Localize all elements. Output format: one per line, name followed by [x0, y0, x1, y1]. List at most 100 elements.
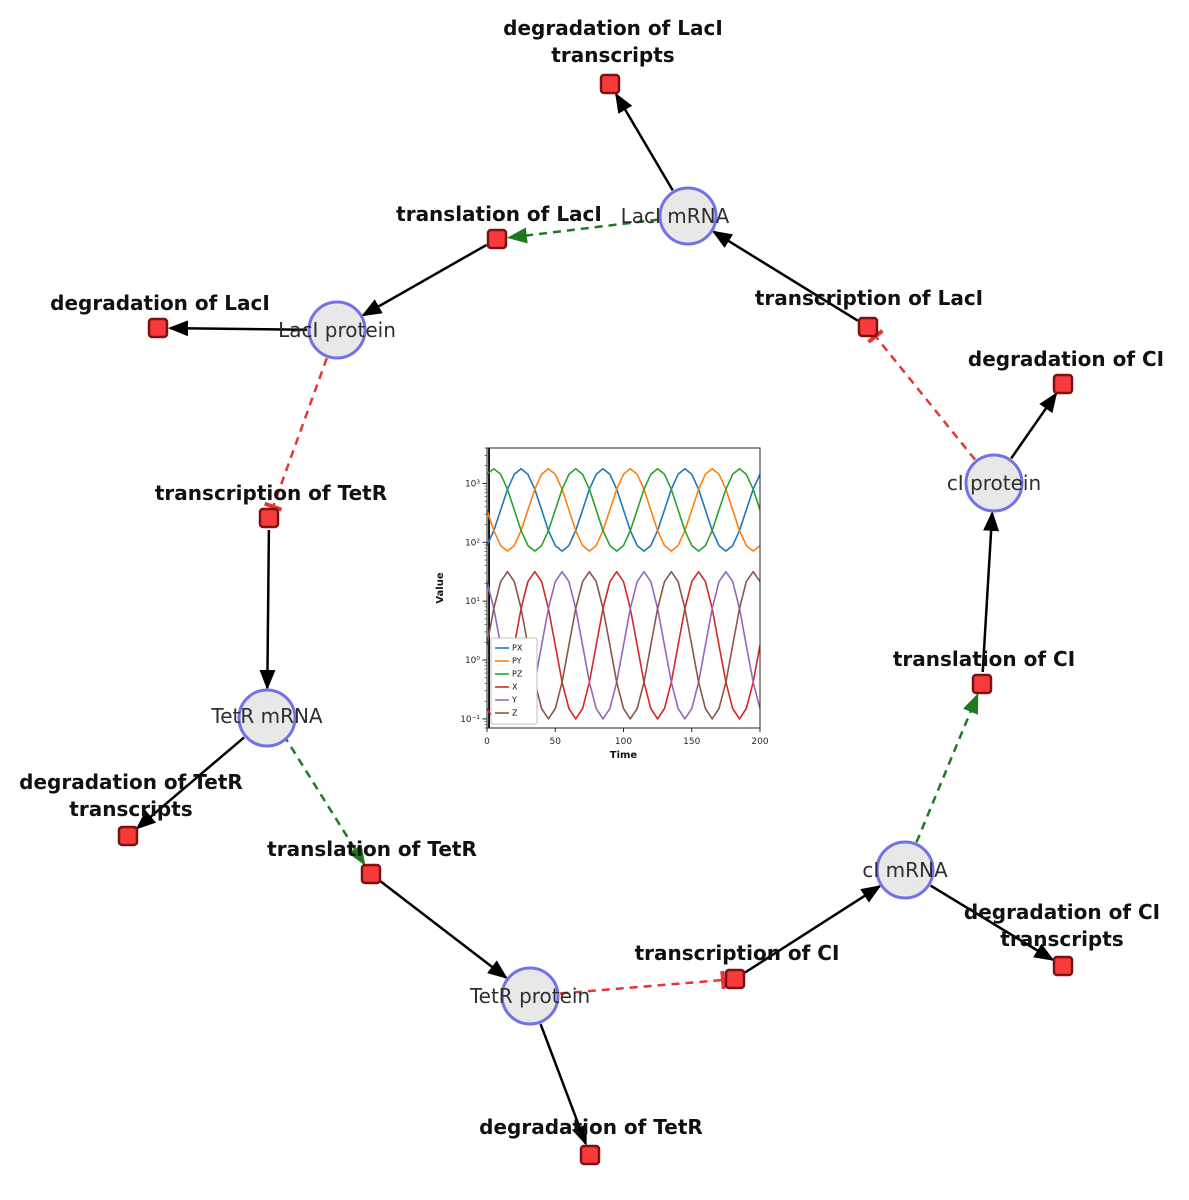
x-tick-label: 0	[484, 737, 490, 747]
x-tick-label: 150	[683, 737, 700, 747]
species-label: cI mRNA	[862, 858, 948, 882]
reaction-node-transcription-tetr: transcription of TetR	[155, 481, 387, 529]
reaction-node-transcription-ci: transcription of CI	[635, 941, 840, 990]
edge-laci-protein-inhibits-transcription-tetr	[263, 357, 328, 512]
reaction-square	[971, 673, 993, 695]
edge-translation-tetr-to-tetr-protein	[379, 880, 508, 979]
reaction-node-deg-laci: degradation of LacI	[50, 291, 270, 339]
legend-label-PY: PY	[512, 657, 522, 666]
reaction-label: transcripts	[551, 43, 674, 67]
reaction-label: transcripts	[1000, 927, 1123, 951]
reaction-square	[599, 73, 621, 95]
edge-tetr-mrna-to-deg-tetr-transcripts	[135, 736, 245, 830]
reaction-square	[857, 316, 879, 338]
reaction-node-deg-ci: degradation of CI	[968, 347, 1164, 395]
reaction-label: transcription of TetR	[155, 481, 387, 505]
reaction-node-translation-ci: translation of CI	[893, 647, 1075, 695]
reaction-label: transcription of CI	[635, 941, 840, 965]
chart-series-PZ	[486, 467, 761, 552]
chart-series-PX	[486, 467, 761, 552]
species-circle	[875, 840, 935, 900]
reaction-label: degradation of TetR	[19, 770, 243, 794]
edge-ci-protein-inhibits-transcription-laci	[867, 329, 977, 461]
chart-legend-box	[490, 637, 538, 725]
reaction-square	[117, 825, 139, 847]
edge-transcription-tetr-to-tetr-mrna	[259, 529, 276, 690]
legend-label-PZ: PZ	[512, 670, 523, 679]
edge-laci-mrna-to-deg-laci-transcripts	[615, 92, 674, 191]
species-label: cI protein	[947, 471, 1041, 495]
reaction-square	[1052, 955, 1074, 977]
species-label: LacI mRNA	[621, 204, 730, 228]
edge-laci-mrna-modifies-translation-laci	[506, 218, 659, 244]
chart-frame	[486, 447, 761, 729]
species-node-laci-protein: LacI protein	[278, 300, 396, 360]
edge-translation-ci-to-ci-protein	[981, 510, 1000, 673]
x-tick-label: 50	[550, 737, 562, 747]
legend-label-Z: Z	[512, 709, 518, 718]
reaction-square	[486, 228, 508, 250]
species-circle	[658, 186, 718, 246]
reaction-node-translation-laci: translation of LacI	[396, 202, 602, 250]
species-node-laci-mrna: LacI mRNA	[621, 186, 730, 246]
reaction-node-deg-tetr-transcripts: degradation of TetR transcripts	[19, 770, 243, 847]
reaction-square	[360, 863, 382, 885]
y-axis-label: Value	[435, 572, 446, 603]
x-tick-label: 200	[751, 737, 768, 747]
reaction-square	[724, 968, 746, 990]
edge-transcription-ci-to-ci-mrna	[744, 885, 882, 974]
reaction-node-deg-laci-transcripts: degradation of LacI transcripts	[503, 16, 723, 95]
species-circle	[307, 300, 367, 360]
edge-transcription-laci-to-laci-mrna	[711, 230, 859, 322]
legend-label-PX: PX	[512, 644, 523, 653]
edge-laci-protein-to-deg-laci	[168, 320, 308, 337]
species-node-ci-protein: cI protein	[947, 453, 1041, 513]
y-tick-label: 10¹	[465, 597, 480, 607]
y-tick-label: 10³	[465, 479, 480, 489]
species-circle	[237, 688, 297, 748]
reaction-node-transcription-laci: transcription of LacI	[755, 286, 983, 338]
species-label: TetR protein	[469, 984, 590, 1008]
reaction-label: translation of LacI	[396, 202, 602, 226]
reaction-label: degradation of CI	[964, 900, 1160, 924]
reaction-label: degradation of LacI	[50, 291, 270, 315]
species-node-ci-mrna: cI mRNA	[862, 840, 948, 900]
reaction-node-deg-ci-transcripts: degradation of CI transcripts	[964, 900, 1160, 977]
reaction-label: translation of TetR	[267, 837, 477, 861]
reaction-label: transcription of LacI	[755, 286, 983, 310]
edge-ci-mrna-modifies-translation-ci	[915, 693, 979, 843]
reaction-label: transcripts	[69, 797, 192, 821]
species-node-tetr-protein: TetR protein	[469, 966, 590, 1026]
legend-label-Y: Y	[511, 696, 517, 705]
species-label: TetR mRNA	[210, 704, 323, 728]
reaction-square	[1052, 373, 1074, 395]
reaction-label: degradation of TetR	[479, 1115, 703, 1139]
y-tick-label: 10²	[465, 538, 480, 548]
species-node-tetr-mrna: TetR mRNA	[210, 688, 323, 748]
legend-label-X: X	[512, 683, 518, 692]
reaction-square	[579, 1144, 601, 1166]
reaction-label: degradation of LacI	[503, 16, 723, 40]
chart-series-X	[486, 570, 761, 720]
species-label: LacI protein	[278, 318, 396, 342]
edge-translation-laci-to-laci-protein	[361, 243, 488, 317]
y-tick-label: 10⁻¹	[460, 715, 480, 725]
edge-ci-mrna-to-deg-ci-transcripts	[929, 884, 1055, 961]
reaction-node-deg-tetr: degradation of TetR	[479, 1115, 703, 1166]
x-tick-label: 100	[615, 737, 632, 747]
x-axis-label: Time	[610, 750, 638, 761]
chart-series-PY	[486, 467, 761, 552]
reaction-label: degradation of CI	[968, 347, 1164, 371]
edge-tetr-protein-to-deg-tetr	[539, 1023, 587, 1146]
species-circle	[500, 966, 560, 1026]
reaction-square	[147, 317, 169, 339]
edge-tetr-mrna-modifies-translation-tetr	[282, 734, 366, 866]
y-tick-label: 10⁰	[465, 656, 480, 666]
species-circle	[964, 453, 1024, 513]
edge-ci-protein-to-deg-ci	[1010, 392, 1058, 460]
reaction-square	[258, 507, 280, 529]
reaction-node-translation-tetr: translation of TetR	[267, 837, 477, 885]
